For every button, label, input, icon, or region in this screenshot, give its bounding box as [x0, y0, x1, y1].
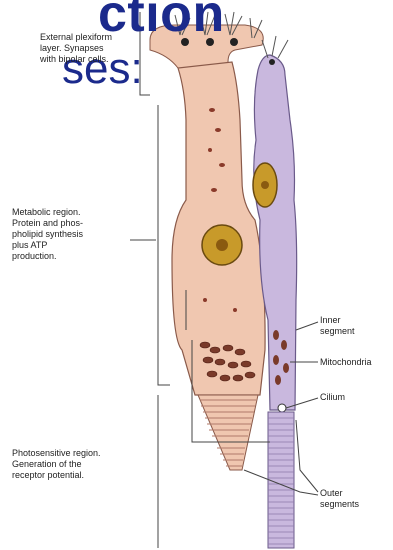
label-external-plexiform: External plexiform layer. Synapses with …: [40, 32, 140, 65]
label-outer-segments: Outer segments: [320, 488, 359, 510]
label-cilium: Cilium: [320, 392, 345, 403]
cone-outer-segment: [198, 395, 258, 470]
rod-outer-segment: [268, 412, 294, 548]
label-inner-segment: Inner segment: [320, 315, 355, 337]
label-mitochondria: Mitochondria: [320, 357, 372, 368]
cilium-structure: [278, 404, 286, 412]
label-metabolic-region: Metabolic region. Protein and phos- phol…: [12, 207, 147, 262]
label-photosensitive-region: Photosensitive region. Generation of the…: [12, 448, 162, 481]
